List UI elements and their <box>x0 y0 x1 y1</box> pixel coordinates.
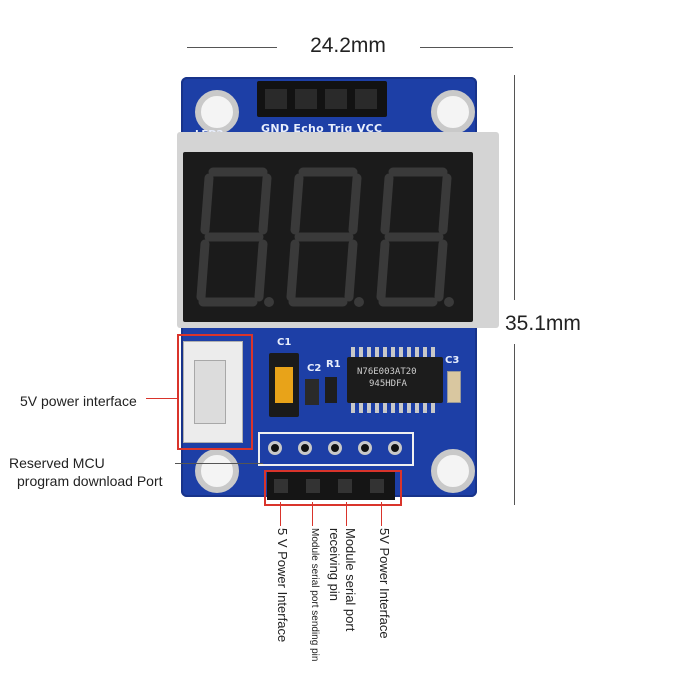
callout-box-serial <box>264 470 402 506</box>
capacitor-c3 <box>447 371 461 403</box>
pin-line-1 <box>280 502 281 526</box>
width-dimension-line-left <box>187 47 277 48</box>
mcu-port-label-line2: program download Port <box>17 473 163 489</box>
pin-label-1: 5 V Power Interface <box>275 528 290 643</box>
label-r1: R1 <box>326 359 341 370</box>
power-interface-label: 5V power interface <box>20 393 137 409</box>
jst-power-connector <box>183 341 243 443</box>
chip-marking-line2: 945HDFA <box>369 379 407 389</box>
serial-header <box>267 472 395 500</box>
pin-label-3-line1: Module serial port <box>343 528 358 632</box>
mounting-hole-bottom-left <box>195 449 239 493</box>
height-dimension-mask <box>506 300 596 344</box>
seven-segment-display <box>177 132 499 328</box>
callout-line-power <box>146 398 177 399</box>
resistor-r1 <box>325 377 337 403</box>
pin-label-3-line2: receiving pin <box>327 528 342 601</box>
mounting-hole-bottom-right <box>431 449 475 493</box>
mounting-hole-top-left <box>195 90 239 134</box>
pin-label-4: 5V Power Interface <box>377 528 392 639</box>
top-header-connector <box>257 81 387 117</box>
callout-box-power <box>177 334 253 450</box>
height-label: 35.1mm <box>505 312 581 335</box>
pin-line-3 <box>346 502 347 526</box>
pcb-board: GND Echo Trig VCC LED2 <box>177 77 499 500</box>
label-c1: C1 <box>277 337 292 348</box>
pin-label-2: Module serial port sending pin <box>309 528 320 662</box>
label-c2: C2 <box>307 363 322 374</box>
header-pin-labels: GND Echo Trig VCC <box>261 122 383 135</box>
mounting-hole-top-right <box>431 90 475 134</box>
width-dimension: 24.2mm <box>0 0 700 70</box>
display-face <box>183 152 473 322</box>
display-digits-graphic <box>196 167 454 307</box>
mcu-chip: N76E003AT20 945HDFA <box>347 345 443 415</box>
pin-line-2 <box>312 502 313 526</box>
label-c3: C3 <box>445 355 460 366</box>
height-dimension-line <box>514 75 515 505</box>
mcu-port-label-line1: Reserved MCU <box>9 455 105 471</box>
capacitor-c2 <box>305 379 319 405</box>
chip-marking-line1: N76E003AT20 <box>357 367 417 377</box>
callout-line-mcu <box>175 463 263 464</box>
pin-line-4 <box>381 502 382 526</box>
program-port-header <box>258 432 414 466</box>
width-label: 24.2mm <box>310 34 386 57</box>
capacitor-c1 <box>269 353 299 417</box>
height-dimension <box>490 70 610 510</box>
width-dimension-line-right <box>420 47 513 48</box>
